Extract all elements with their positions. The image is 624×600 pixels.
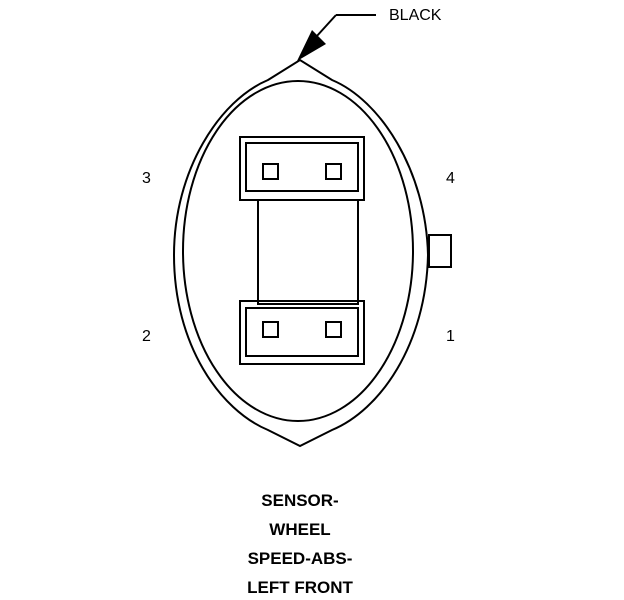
lower-cavity-outer bbox=[239, 300, 365, 365]
terminal-3 bbox=[262, 163, 279, 180]
lower-cavity-inner bbox=[245, 307, 359, 357]
terminal-1 bbox=[325, 321, 342, 338]
caption-line-3: SPEED-ABS- bbox=[247, 549, 353, 568]
terminal-2 bbox=[262, 321, 279, 338]
caption-line-1: SENSOR- bbox=[261, 491, 339, 510]
pin-label-2: 2 bbox=[142, 328, 151, 345]
pin-label-1: 1 bbox=[446, 328, 455, 345]
pin-label-3: 3 bbox=[142, 170, 151, 187]
wire-pointer-arrow bbox=[297, 30, 326, 61]
pin-label-4: 4 bbox=[446, 170, 455, 187]
upper-cavity-inner bbox=[245, 142, 359, 192]
connector-key-tab bbox=[428, 234, 452, 268]
connector-center-body bbox=[257, 199, 359, 305]
connector-inner-face bbox=[182, 80, 414, 422]
upper-cavity-outer bbox=[239, 136, 365, 201]
caption-line-2: WHEEL bbox=[269, 520, 331, 539]
connector-outer-body bbox=[172, 58, 430, 448]
caption-line-4: LEFT FRONT bbox=[247, 578, 353, 597]
terminal-4 bbox=[325, 163, 342, 180]
wire-color-label: BLACK bbox=[389, 7, 442, 24]
